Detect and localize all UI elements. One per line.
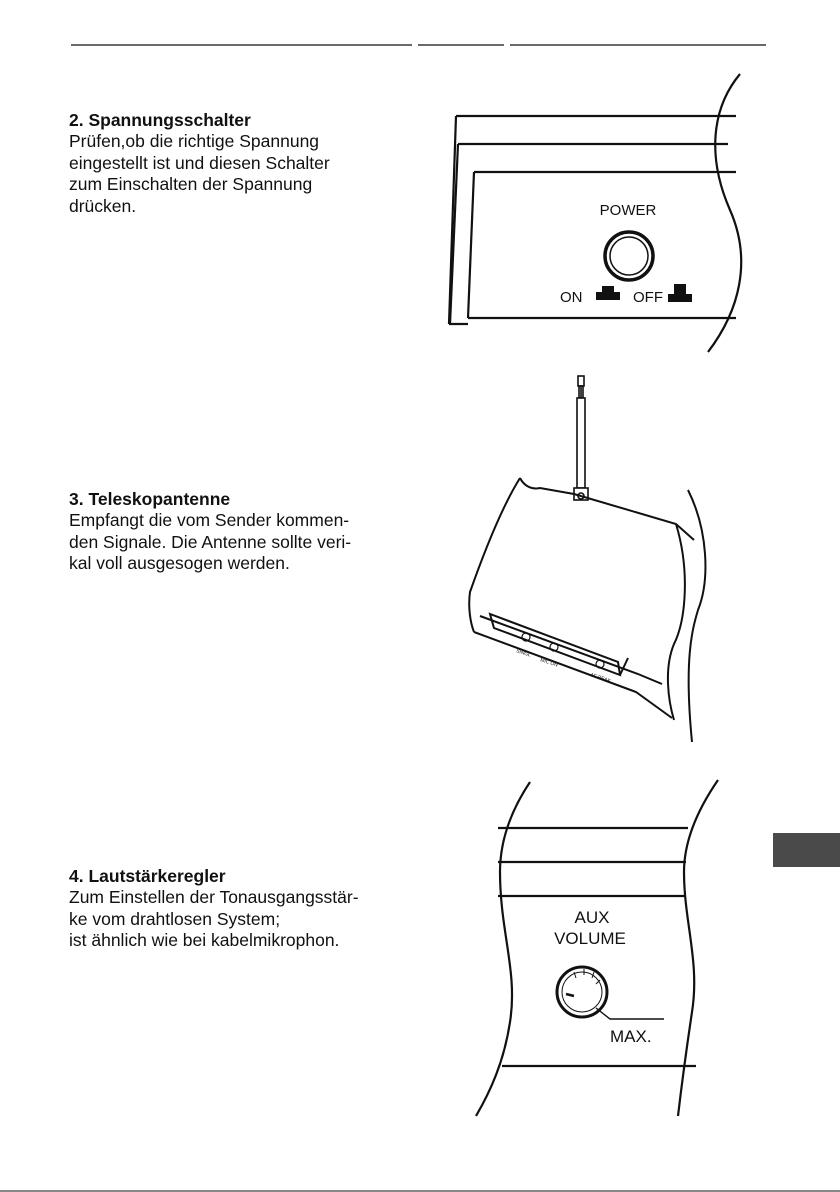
section-line: drücken.	[69, 195, 137, 216]
volume-knob-icon	[555, 965, 664, 1020]
switch-on-icon	[596, 286, 620, 300]
section-volume-control: 4. Lautstärkeregler Zum Einstellen der T…	[69, 866, 419, 952]
section-line: zum Einschalten der Spannung	[69, 174, 313, 194]
header-rule-left	[71, 44, 412, 46]
section-heading: 2. Spannungsschalter	[69, 110, 251, 130]
section-heading: 3. Teleskopantenne	[69, 489, 231, 509]
section-line: ke vom drahtlosen System;	[69, 908, 281, 929]
header-rule-middle	[418, 44, 504, 46]
section-line: kal voll ausgesogen werden.	[69, 553, 290, 573]
power-switch-illustration: POWER ON OFF	[440, 70, 770, 360]
section-telescopic-antenna: 3. Teleskopantenne Empfangt die vom Send…	[69, 489, 419, 575]
power-label: POWER	[600, 202, 657, 219]
section-line: ist ähnlich wie bei kabelmikrophon.	[69, 930, 340, 950]
led-indicator-icon	[521, 632, 531, 642]
section-line: Zum Einstellen der Tonausgangsstär-	[69, 887, 359, 907]
aux-volume-illustration: AUX VOLUME MAX.	[470, 772, 730, 1122]
section-heading: 4. Lautstärkeregler	[69, 866, 226, 886]
max-label: MAX.	[610, 1027, 652, 1046]
switch-off-icon	[668, 284, 692, 302]
volume-label: VOLUME	[554, 929, 626, 948]
antenna-icon	[573, 375, 589, 501]
chapter-tab	[773, 833, 840, 867]
led-label: MIC ON	[539, 657, 558, 668]
bottom-rule	[0, 1190, 840, 1192]
section-line: eingestellt ist und diesen Schalter	[69, 152, 330, 173]
section-line: den Signale. Die Antenne sollte veri-	[69, 531, 352, 552]
led-indicator-icon	[549, 642, 559, 652]
section-line: Empfangt die vom Sender kommen-	[69, 510, 350, 530]
aux-label: AUX	[575, 908, 610, 927]
power-on-label: ON	[560, 289, 583, 306]
section-line: Prüfen,ob die richtige Spannung	[69, 131, 320, 151]
section-power-switch: 2. Spannungsschalter Prüfen,ob die richt…	[69, 110, 419, 217]
receiver-antenna-illustration: SINGL MIC ON AF PEAK	[460, 370, 710, 750]
led-label: SINGL	[515, 648, 531, 658]
led-indicator-icon	[595, 659, 605, 669]
led-label: AF PEAK	[589, 672, 612, 684]
power-button	[603, 230, 655, 282]
header-rule-right	[510, 44, 766, 46]
power-off-label: OFF	[633, 289, 663, 306]
